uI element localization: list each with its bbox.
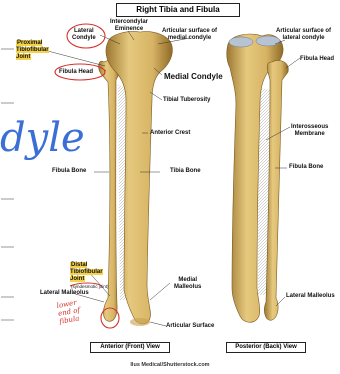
label-fibula-bone-left: Fibula Bone [52, 168, 86, 175]
label-medial-condyle: Medial Condyle [164, 72, 223, 81]
label-tibia-bone: Tibia Bone [170, 168, 201, 175]
image-credit: Ilus Medical/Shutterstock.com [0, 362, 340, 368]
label-anterior-crest: Anterior Crest [150, 130, 190, 137]
handwritten-condyle: dyle [0, 118, 85, 158]
anterior-view-bones [99, 31, 173, 326]
label-tibial-tuberosity: Tibial Tuberosity [163, 97, 210, 104]
label-fibula-bone-right: Fibula Bone [289, 164, 323, 171]
label-fibula-head-right: Fibula Head [300, 56, 334, 63]
anterior-view-caption: Anterior (Front) View [90, 342, 170, 353]
label-fibula-head-left: Fibula Head [59, 69, 93, 76]
posterior-view-caption: Posterior (Back) View [226, 342, 306, 353]
diagram-title: Right Tibia and Fibula [116, 3, 240, 17]
label-lateral-malleolus-right: Lateral Malleolus [286, 293, 335, 300]
label-articular-surface: Articular Surface [166, 323, 214, 330]
posterior-view-bones [227, 34, 289, 322]
label-lateral-malleolus-left: Lateral Malleolus [40, 290, 89, 297]
label-syndesmosis: (syndesmotic joint) [71, 284, 109, 289]
